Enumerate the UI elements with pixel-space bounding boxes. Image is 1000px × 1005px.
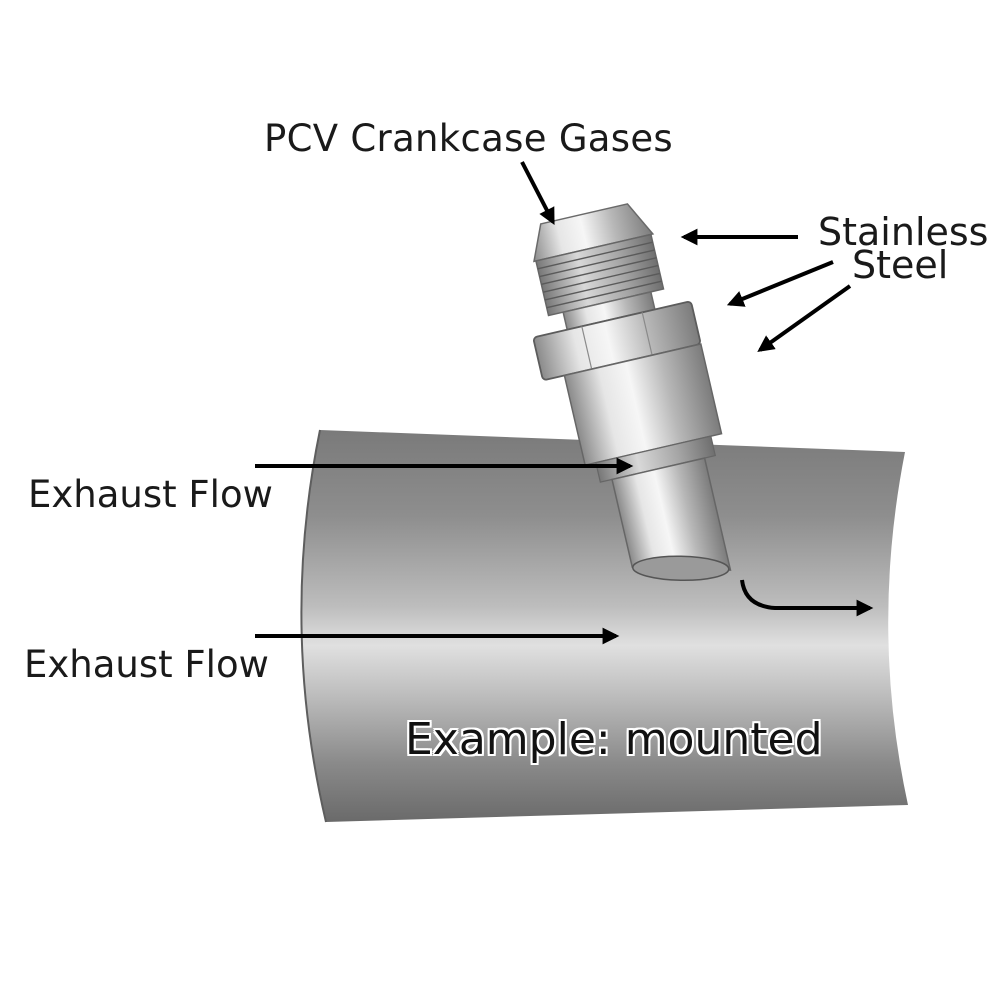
bung-fitting [532, 203, 732, 582]
exhaust-pipe [301, 430, 908, 822]
thread-lines [537, 241, 662, 309]
stainless-label: Stainless [818, 210, 989, 254]
pcv-crankcase-gases-label: PCV Crankcase Gases [264, 117, 673, 160]
fitting-tube [611, 457, 732, 571]
fitting-nose [533, 203, 655, 263]
fitting-tube-opening [632, 555, 730, 582]
exhaust-flow-label-bottom: Exhaust Flow [24, 643, 269, 686]
gas-outflow-arrow [740, 579, 874, 617]
pcv-arrow [520, 161, 555, 225]
stainless-arrow-3 [757, 284, 852, 352]
example-mounted-caption: Example: mounted [405, 714, 823, 765]
steel-label: Steel [852, 243, 949, 287]
stainless-arrow-2 [726, 260, 834, 307]
pipe-left-edge [300, 429, 327, 823]
exhaust-flow-label-top: Exhaust Flow [28, 473, 273, 516]
